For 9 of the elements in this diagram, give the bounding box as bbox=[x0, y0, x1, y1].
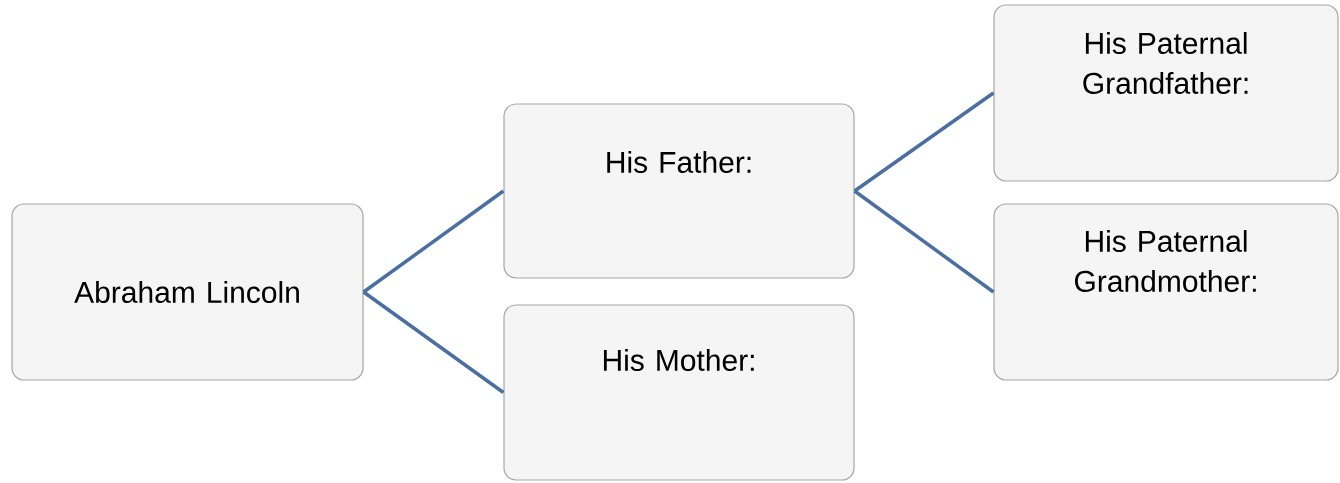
person-box: Abraham Lincoln bbox=[11, 203, 364, 381]
person-box: His Paternal Grandfather: bbox=[993, 4, 1339, 182]
person-box: His Paternal Grandmother: bbox=[993, 203, 1339, 381]
connector-line bbox=[853, 91, 995, 193]
connector-line bbox=[362, 189, 505, 294]
person-box: His Father: bbox=[503, 103, 855, 279]
connector-line bbox=[362, 290, 505, 394]
person-box: His Mother: bbox=[503, 304, 855, 481]
connector-line bbox=[853, 189, 995, 294]
